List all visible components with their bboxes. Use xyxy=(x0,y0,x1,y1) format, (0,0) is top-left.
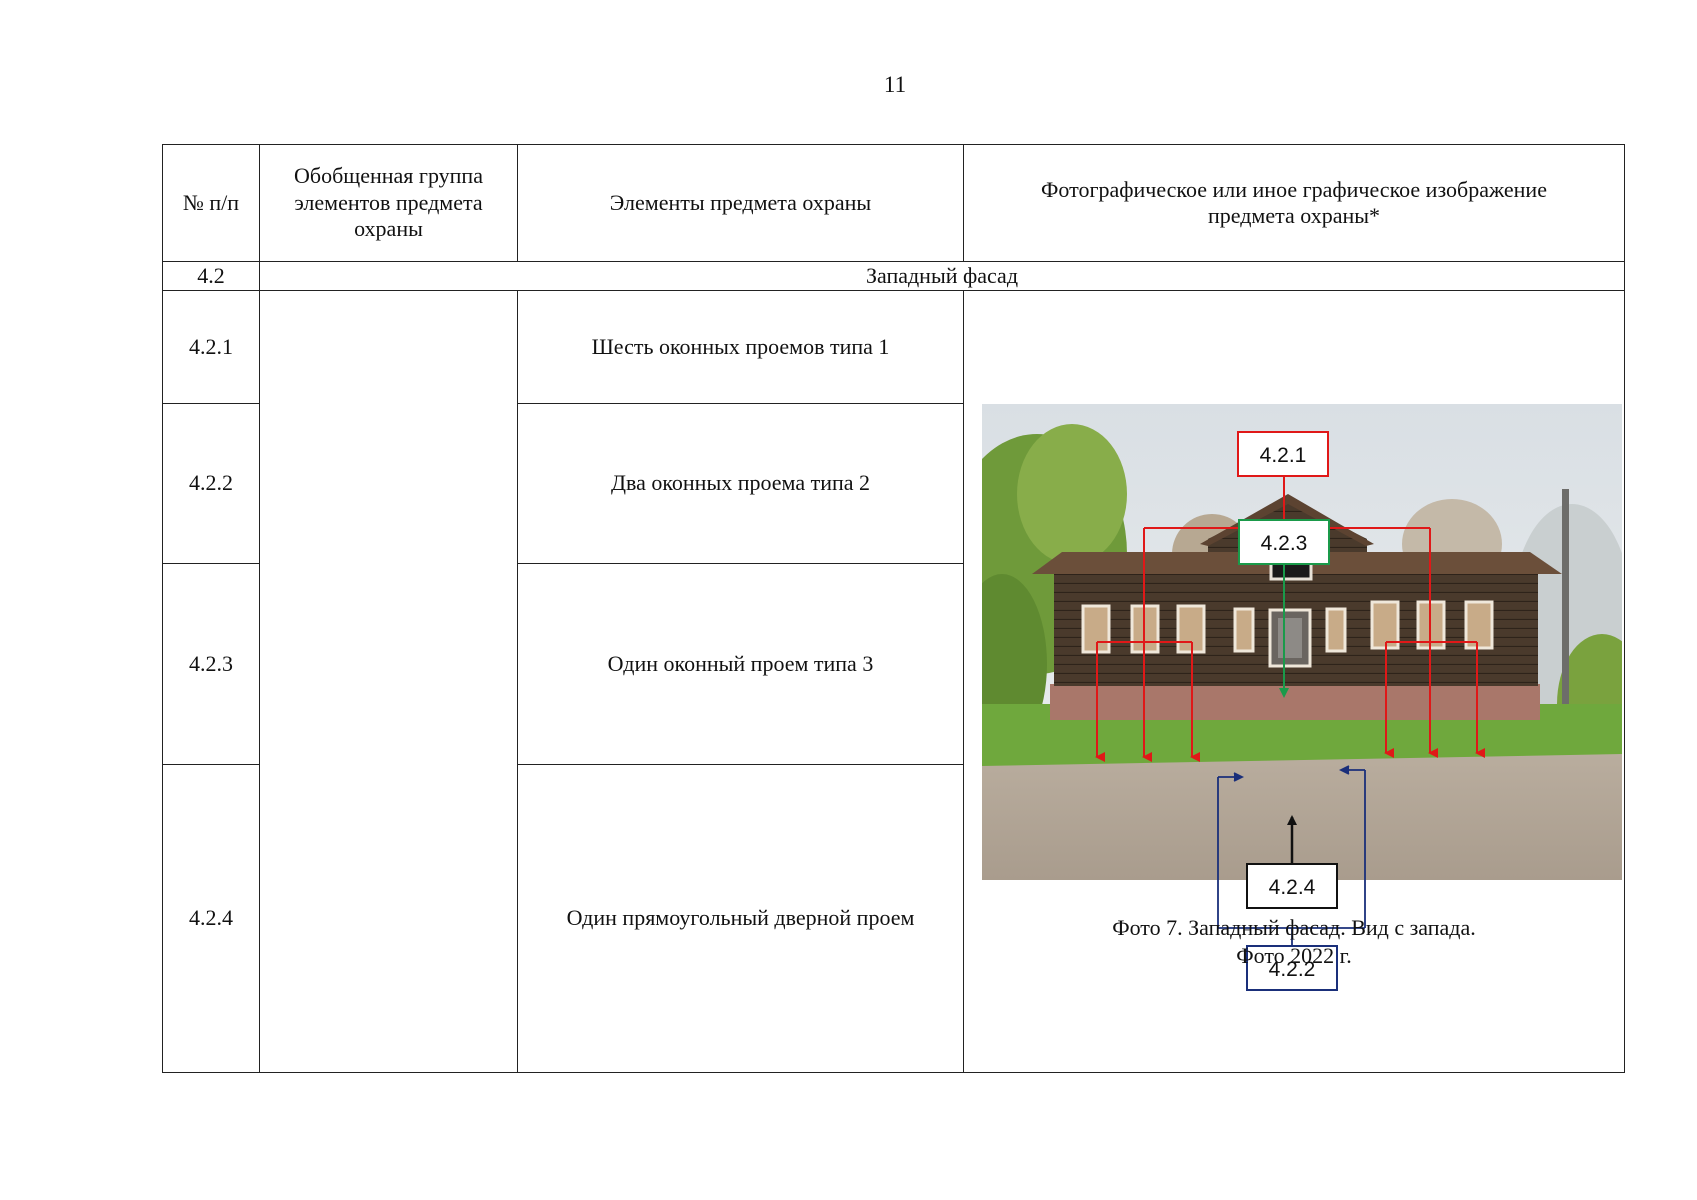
caption-line-1: Фото 7. Западный фасад. Вид с запада. xyxy=(1112,914,1476,940)
header-photo: Фотографическое или иное графическое изо… xyxy=(963,144,1625,262)
label-window-type3: 4.2.3 xyxy=(1261,532,1308,555)
photo-cell: 4.2.1 4.2.3 4.2.4 xyxy=(963,290,1625,1073)
table-header-row: № п/п Обобщенная группа элементов предме… xyxy=(162,144,1625,262)
section-number: 4.2 xyxy=(162,261,260,291)
photo-caption: Фото 7. Западный фасад. Вид с запада. Фо… xyxy=(972,914,1616,971)
window-type2-annotation xyxy=(1217,764,1366,946)
row-element: Шесть оконных проемов типа 1 xyxy=(517,290,964,404)
table-row: 4.2.4 Один прямоугольный дверной проем xyxy=(162,764,1625,1073)
photo-figure: 4.2.1 4.2.3 4.2.4 xyxy=(972,292,1622,1072)
label-door: 4.2.4 xyxy=(1269,876,1316,899)
label-window-type1: 4.2.1 xyxy=(1260,444,1307,467)
label-window-type2: 4.2.2 xyxy=(1269,958,1316,981)
row-element: Два оконных проема типа 2 xyxy=(517,403,964,564)
row-number: 4.2.4 xyxy=(162,764,260,1073)
header-number: № п/п xyxy=(162,144,260,262)
caption-line-2: Фото 2022 г. xyxy=(1236,943,1352,969)
row-number: 4.2.1 xyxy=(162,290,260,404)
window-type1-annotation xyxy=(1095,475,1485,762)
protection-elements-table: № п/п Обобщенная группа элементов предме… xyxy=(162,144,1625,1073)
row-element: Один оконный проем типа 3 xyxy=(517,563,964,765)
row-number: 4.2.3 xyxy=(162,563,260,765)
page-number: 11 xyxy=(883,72,907,97)
table-row: 4.2.2 Два оконных проема типа 2 xyxy=(162,403,1625,564)
header-elements: Элементы предмета охраны xyxy=(517,144,964,262)
row-element: Один прямоугольный дверной проем xyxy=(517,764,964,1073)
facade-photo xyxy=(982,403,1622,880)
group-cell xyxy=(259,290,518,1073)
table-row: 4.2.1 Шесть оконных проемов типа 1 xyxy=(162,290,1625,1073)
section-row: 4.2 Западный фасад xyxy=(162,261,1625,291)
table-row: 4.2.3 Один оконный проем типа 3 xyxy=(162,563,1625,765)
header-group: Обобщенная группа элементов предмета охр… xyxy=(259,144,518,262)
row-number: 4.2.2 xyxy=(162,403,260,564)
annotation-overlay: 4.2.1 4.2.3 4.2.4 xyxy=(1095,430,1485,991)
section-title: Западный фасад xyxy=(259,261,1625,291)
